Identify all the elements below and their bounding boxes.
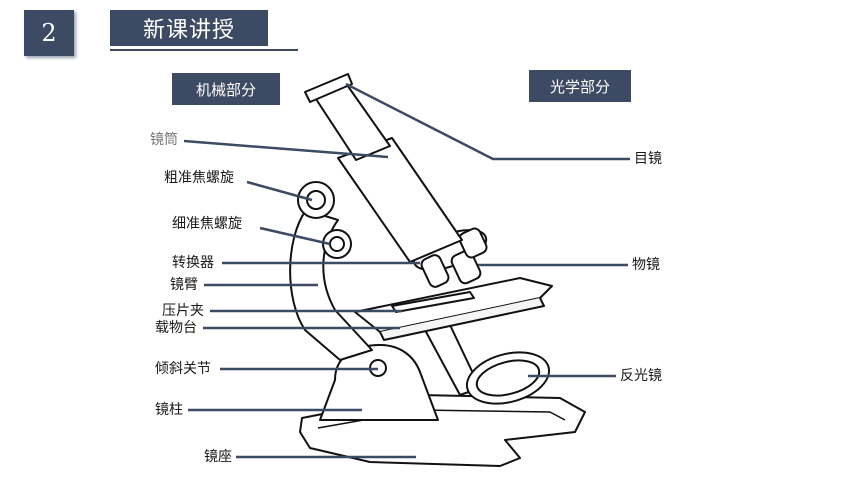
- label-tilt-joint: 倾斜关节: [155, 361, 211, 377]
- label-base: 镜座: [204, 449, 232, 465]
- label-mirror: 反光镜: [620, 368, 662, 384]
- label-eyepiece: 目镜: [634, 151, 662, 167]
- label-arm: 镜臂: [170, 277, 198, 293]
- title-underline: [110, 49, 298, 51]
- label-objective: 物镜: [632, 257, 660, 273]
- label-tube: 镜筒: [150, 132, 178, 148]
- label-stage-clip: 压片夹: [162, 303, 204, 319]
- category-mechanical: 机械部分: [172, 73, 280, 105]
- category-optical: 光学部分: [529, 70, 631, 102]
- label-nosepiece: 转换器: [172, 255, 214, 271]
- label-fine-adjustment: 细准焦螺旋: [172, 216, 242, 232]
- page-title: 新课讲授: [110, 10, 268, 46]
- label-pillar: 镜柱: [155, 402, 183, 418]
- microscope-pillar: [319, 344, 439, 421]
- section-number-badge: 2: [24, 10, 74, 56]
- label-coarse-adjustment: 粗准焦螺旋: [164, 170, 234, 186]
- label-stage: 载物台: [155, 320, 197, 336]
